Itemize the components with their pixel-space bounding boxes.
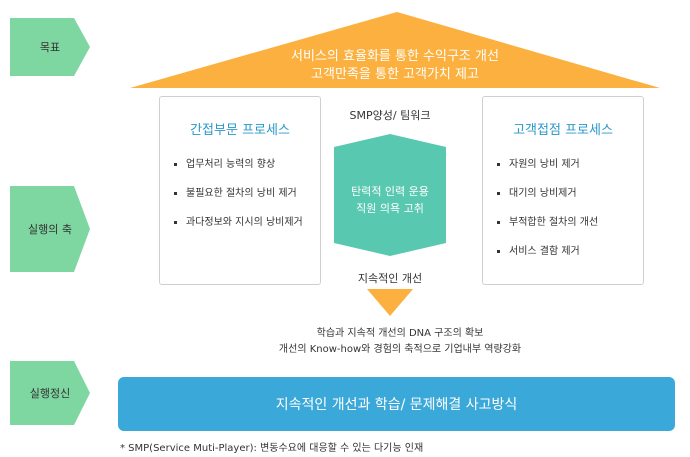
- goal-label: 목표: [39, 41, 61, 54]
- list-item: 부적합한 절차의 개선: [497, 215, 633, 230]
- execution-axis-tag: 실행의 축: [10, 186, 90, 272]
- smp-teamwork-label: SMP양성/ 팀워크: [349, 109, 431, 122]
- foundation-bar: 지속적인 개선과 학습/ 문제해결 사고방식: [118, 377, 675, 431]
- dna-line-1: 학습과 지속적 개선의 DNA 구조의 확보: [316, 328, 484, 339]
- goal-roof: [130, 12, 660, 88]
- customer-process-title: 고객접점 프로세스: [513, 123, 613, 138]
- roof-line-1: 서비스의 효율화를 통한 수익구조 개선: [291, 49, 499, 64]
- execution-spirit-tag: 실행정신: [10, 361, 90, 425]
- roof-line-2: 고객만족을 통한 고객가치 제고: [311, 67, 479, 82]
- execution-axis-label: 실행의 축: [28, 223, 72, 236]
- indirect-process-box: 간접부문 프로세스 업무처리 능력의 향상 불필요한 절차의 낭비 제거 과다정…: [159, 96, 321, 285]
- list-item: 자원의 낭비 제거: [497, 157, 633, 172]
- hexagon-text: 탄력적 인력 운용 직원 의욕 고취: [334, 183, 446, 217]
- list-item: 서비스 결함 제거: [497, 244, 633, 259]
- list-item: 불필요한 절차의 낭비 제거: [174, 186, 310, 201]
- goal-tag: 목표: [10, 18, 90, 76]
- indirect-process-title: 간접부문 프로세스: [190, 123, 290, 138]
- hexagon-line-1: 탄력적 인력 운용: [351, 185, 429, 198]
- list-item: 대기의 낭비제거: [497, 186, 633, 201]
- continuous-improvement-label: 지속적인 개선: [357, 272, 423, 285]
- customer-process-list: 자원의 낭비 제거 대기의 낭비제거 부적합한 절차의 개선 서비스 결함 제거: [497, 157, 633, 259]
- list-item: 업무처리 능력의 향상: [174, 157, 310, 172]
- dna-line-2: 개선의 Know-how와 경험의 축적으로 기업내부 역량강화: [278, 344, 522, 355]
- customer-process-box: 고객접점 프로세스 자원의 낭비 제거 대기의 낭비제거 부적합한 절차의 개선…: [482, 96, 644, 285]
- footnote: * SMP(Service Muti-Player): 변동수요에 대응할 수 …: [120, 443, 424, 454]
- down-arrow-icon: [367, 289, 413, 316]
- list-item: 과다정보와 지시의 낭비제거: [174, 215, 310, 230]
- execution-spirit-label: 실행정신: [29, 387, 71, 400]
- hexagon-line-2: 직원 의욕 고취: [356, 202, 424, 215]
- center-hexagon: [334, 134, 446, 316]
- indirect-process-list: 업무처리 능력의 향상 불필요한 절차의 낭비 제거 과다정보와 지시의 낭비제…: [174, 157, 310, 230]
